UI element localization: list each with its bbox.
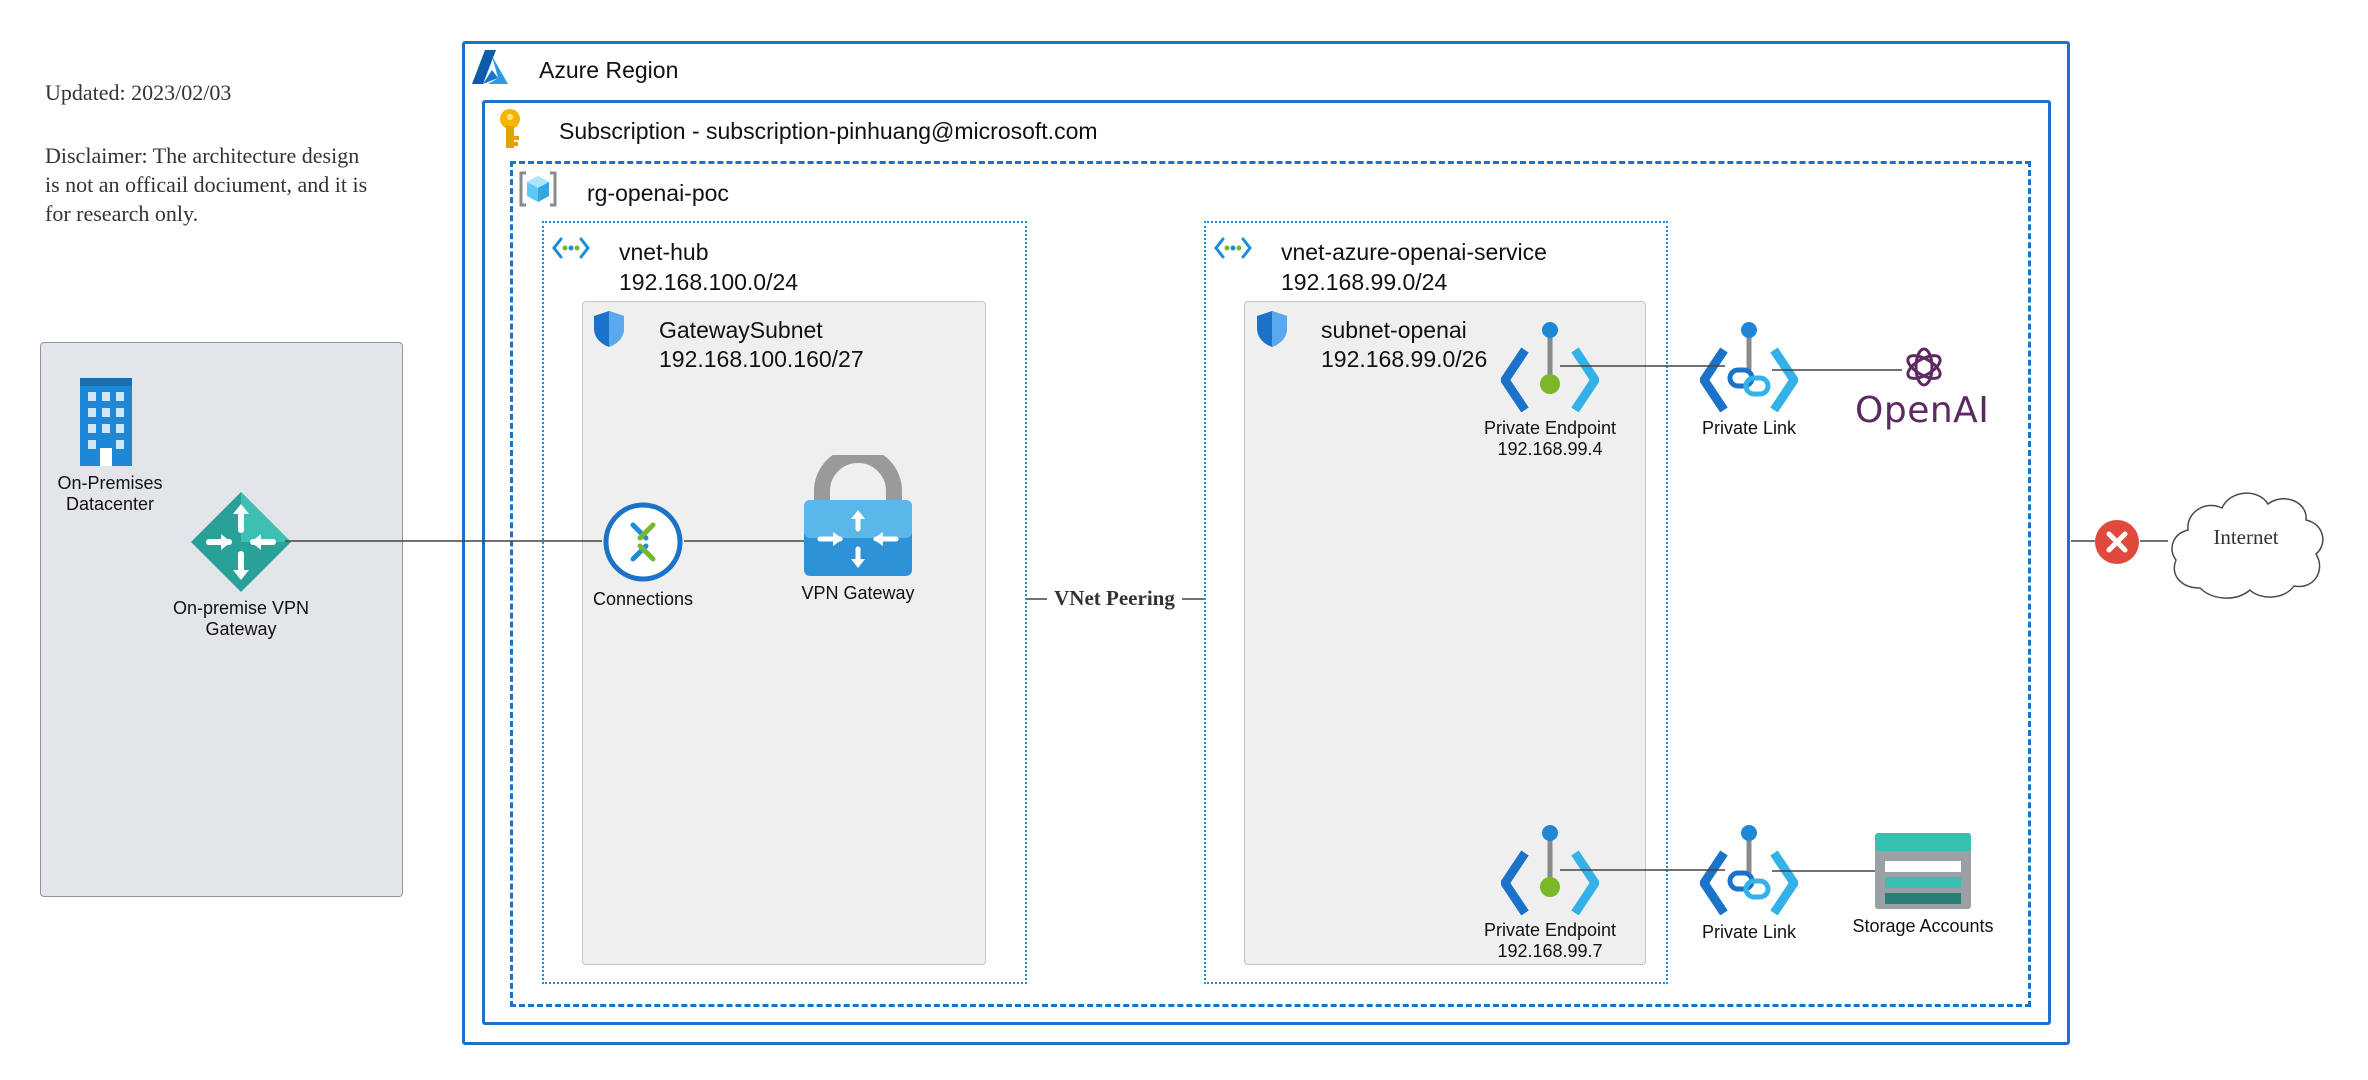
azure-region-title: Azure Region — [539, 57, 679, 83]
deny-icon — [2095, 520, 2139, 564]
vnet-hub-box — [542, 221, 1027, 984]
building-icon — [80, 378, 132, 466]
openai-wordmark: OpenAI — [1855, 390, 1990, 431]
storage-accounts-label: Storage Accounts — [1852, 916, 1994, 936]
openai-subnet-name: subnet-openai — [1321, 317, 1467, 343]
resource-group-title: rg-openai-poc — [587, 180, 729, 206]
connections-label: Connections — [592, 589, 694, 609]
onprem-datacenter-label: On-Premises Datacenter — [57, 473, 163, 514]
disclaimer-note: Disclaimer: The architecture design is n… — [45, 141, 367, 228]
resource-group-box — [510, 161, 2031, 1007]
key-icon — [500, 109, 520, 148]
azure-region-box — [462, 41, 2070, 1045]
resource-group-icon — [519, 171, 557, 207]
openai-subnet-cidr: 192.168.99.0/26 — [1321, 346, 1488, 372]
vnet-icon — [1214, 237, 1252, 259]
subscription-box — [482, 100, 2051, 1025]
vnet-service-name: vnet-azure-openai-service — [1281, 239, 1547, 265]
vnet-hub-name: vnet-hub — [619, 239, 709, 265]
private-link-icon — [1700, 825, 1798, 915]
openai-logo-icon — [1906, 347, 1942, 387]
gateway-subnet-name: GatewaySubnet — [659, 317, 823, 343]
vnet-peering-label: VNet Peering — [1054, 586, 1175, 610]
disclaimer-line: is not an officail dociument, and it is — [45, 172, 368, 197]
onprem-vpn-gateway-label: On-premise VPN Gateway — [172, 598, 310, 639]
connections-icon — [603, 502, 683, 582]
azure-logo-icon — [472, 50, 508, 84]
internet-label: Internet — [2213, 525, 2279, 549]
private-endpoint-label: Private Endpoint 192.168.99.7 — [1483, 920, 1617, 961]
private-link-icon — [1700, 322, 1798, 412]
private-endpoint-label: Private Endpoint 192.168.99.4 — [1483, 418, 1617, 459]
private-endpoint-icon — [1501, 322, 1599, 412]
updated-note: Updated: 2023/02/03 — [45, 80, 232, 105]
disclaimer-line: for research only. — [45, 201, 199, 226]
nsg-shield-icon — [594, 311, 624, 347]
vpn-gateway-diamond-icon — [191, 492, 291, 592]
private-endpoint-icon — [1501, 825, 1599, 915]
nsg-shield-icon — [1257, 311, 1287, 347]
vnet-hub-cidr: 192.168.100.0/24 — [619, 269, 799, 295]
gateway-subnet-box — [582, 301, 986, 965]
vnet-service-box — [1204, 221, 1668, 984]
internet-cloud-icon — [2171, 492, 2324, 599]
gateway-subnet-cidr: 192.168.100.160/27 — [659, 346, 864, 372]
vpn-gateway-lock-icon — [804, 455, 912, 576]
vnet-icon — [552, 237, 590, 259]
storage-account-icon — [1875, 833, 1971, 909]
vpn-gateway-label: VPN Gateway — [801, 583, 915, 603]
private-link-label: Private Link — [1701, 922, 1797, 942]
disclaimer-line: Disclaimer: The architecture design — [45, 143, 360, 168]
private-link-label: Private Link — [1701, 418, 1797, 438]
subscription-title: Subscription - subscription-pinhuang@mic… — [559, 118, 1098, 144]
vnet-service-cidr: 192.168.99.0/24 — [1281, 269, 1448, 295]
